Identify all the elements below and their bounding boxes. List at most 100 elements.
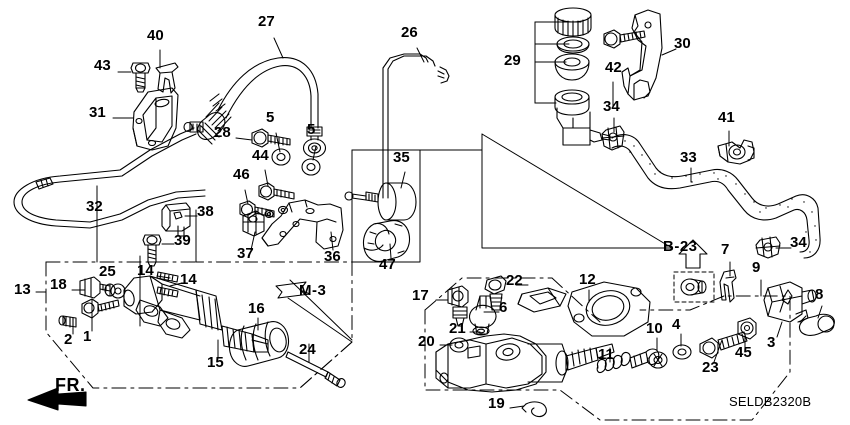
callout-18: 18 — [50, 276, 67, 293]
part-12-gasket — [567, 281, 651, 337]
callout-24: 24 — [299, 341, 316, 358]
callout-26: 26 — [401, 24, 418, 41]
part-45-nut — [737, 317, 757, 340]
part-29-reservoir-assembly — [534, 7, 611, 146]
callout-29: 29 — [504, 52, 521, 69]
part-43-flange-bolt — [130, 62, 151, 93]
callout-5-upper: 5 — [266, 109, 275, 126]
callout-34-upper: 34 — [603, 98, 620, 115]
callout-17: 17 — [412, 287, 429, 304]
callout-20: 20 — [418, 333, 435, 350]
m3-pointer-lines — [287, 279, 353, 343]
assembly-construction-lines — [96, 133, 673, 327]
m3-arrow — [275, 281, 311, 299]
callout-46: 46 — [233, 166, 250, 183]
part-34-hose-clip-upper — [601, 125, 625, 151]
gasket-plate-detail — [517, 287, 567, 313]
part-35-damper — [344, 182, 417, 221]
callout-4: 4 — [672, 316, 681, 333]
part-7-cotter-pin — [719, 269, 737, 303]
front-direction-label: FR. — [55, 375, 86, 395]
callout-41: 41 — [718, 109, 735, 126]
part-41-hose-clamp — [717, 139, 755, 165]
part-47-grommet — [362, 220, 411, 262]
part-4-washer — [672, 344, 692, 360]
callout-44: 44 — [252, 147, 269, 164]
part-3-joint-pin — [763, 281, 817, 323]
callout-19: 19 — [488, 395, 505, 412]
callout-34-lower: 34 — [790, 234, 807, 251]
section-ref-m3: M-3 — [299, 282, 327, 299]
callout-16: 16 — [248, 300, 265, 317]
callout-23: 23 — [702, 359, 719, 376]
callout-28: 28 — [214, 124, 231, 141]
callout-27: 27 — [258, 13, 275, 30]
part-10-washer — [648, 351, 668, 369]
part-2-washer — [58, 315, 77, 328]
callout-37: 37 — [237, 245, 254, 262]
callout-9: 9 — [752, 259, 761, 276]
part-15-push-rod — [221, 325, 269, 353]
callout-7: 7 — [721, 241, 730, 258]
part-42-flange-bolt — [603, 29, 646, 49]
callout-31: 31 — [89, 104, 106, 121]
part-11-spring — [596, 348, 660, 374]
callout-3: 3 — [767, 334, 776, 351]
fr-direction-arrow — [27, 387, 87, 411]
callout-14a: 14 — [137, 262, 154, 279]
part-14-pins — [156, 271, 179, 298]
callout-22: 22 — [506, 272, 523, 289]
part-1-bolt — [81, 298, 120, 319]
callout-36: 36 — [324, 248, 341, 265]
part-23-flange-bolt — [699, 331, 748, 359]
callout-6: 6 — [499, 299, 508, 316]
callout-40: 40 — [147, 27, 164, 44]
callout-21: 21 — [449, 320, 466, 337]
part-21-washer — [472, 326, 490, 336]
callout-1: 1 — [83, 328, 92, 345]
callout-25: 25 — [99, 263, 116, 280]
callout-47: 47 — [379, 256, 396, 273]
part-36-pipe-bracket — [261, 199, 344, 250]
part-39-flange-bolt — [142, 234, 162, 267]
leader-lines — [35, 37, 823, 409]
part-master-cylinder-body — [435, 333, 615, 393]
b23-arrow — [678, 239, 708, 269]
callout-45: 45 — [735, 344, 752, 361]
part-16-boot — [228, 321, 290, 367]
callout-8: 8 — [815, 286, 824, 303]
part-8-bushing — [798, 313, 835, 336]
part-26-clutch-pipe-a — [382, 53, 450, 199]
part-24-rod — [285, 351, 346, 388]
part-17-oil-bolt — [447, 285, 469, 327]
callout-42: 42 — [605, 59, 622, 76]
callout-30: 30 — [674, 35, 691, 52]
part-32-clutch-pipe-b — [13, 121, 206, 229]
m3-group-boundary — [299, 341, 353, 389]
callout-32: 32 — [86, 198, 103, 215]
b23-bushing — [680, 278, 707, 296]
diagram-code: SELDB2320B — [729, 394, 812, 409]
part-33-reservoir-hose — [611, 134, 821, 259]
small-washers-row — [264, 205, 289, 218]
callout-5-lower: 5 — [307, 121, 316, 138]
callout-38: 38 — [197, 203, 214, 220]
callout-2: 2 — [64, 331, 73, 348]
callout-11: 11 — [598, 346, 614, 363]
part-31-pipe-bracket — [132, 87, 179, 151]
callout-13: 13 — [14, 281, 31, 298]
part-40-clip — [155, 62, 179, 94]
callout-10: 10 — [646, 320, 663, 337]
part-5-sealing-washer-lower — [301, 158, 321, 176]
part-44-flange-bolt — [258, 182, 295, 201]
master-cylinder-group-boundary — [424, 277, 791, 421]
callout-33: 33 — [680, 149, 697, 166]
callout-15: 15 — [207, 354, 224, 371]
part-27-clutch-hose — [197, 57, 327, 158]
section-ref-b23: B-23 — [663, 238, 698, 255]
part-38-pipe-clip — [161, 202, 191, 237]
part-28-oil-bolt — [251, 128, 291, 148]
callout-14b: 14 — [180, 271, 197, 288]
